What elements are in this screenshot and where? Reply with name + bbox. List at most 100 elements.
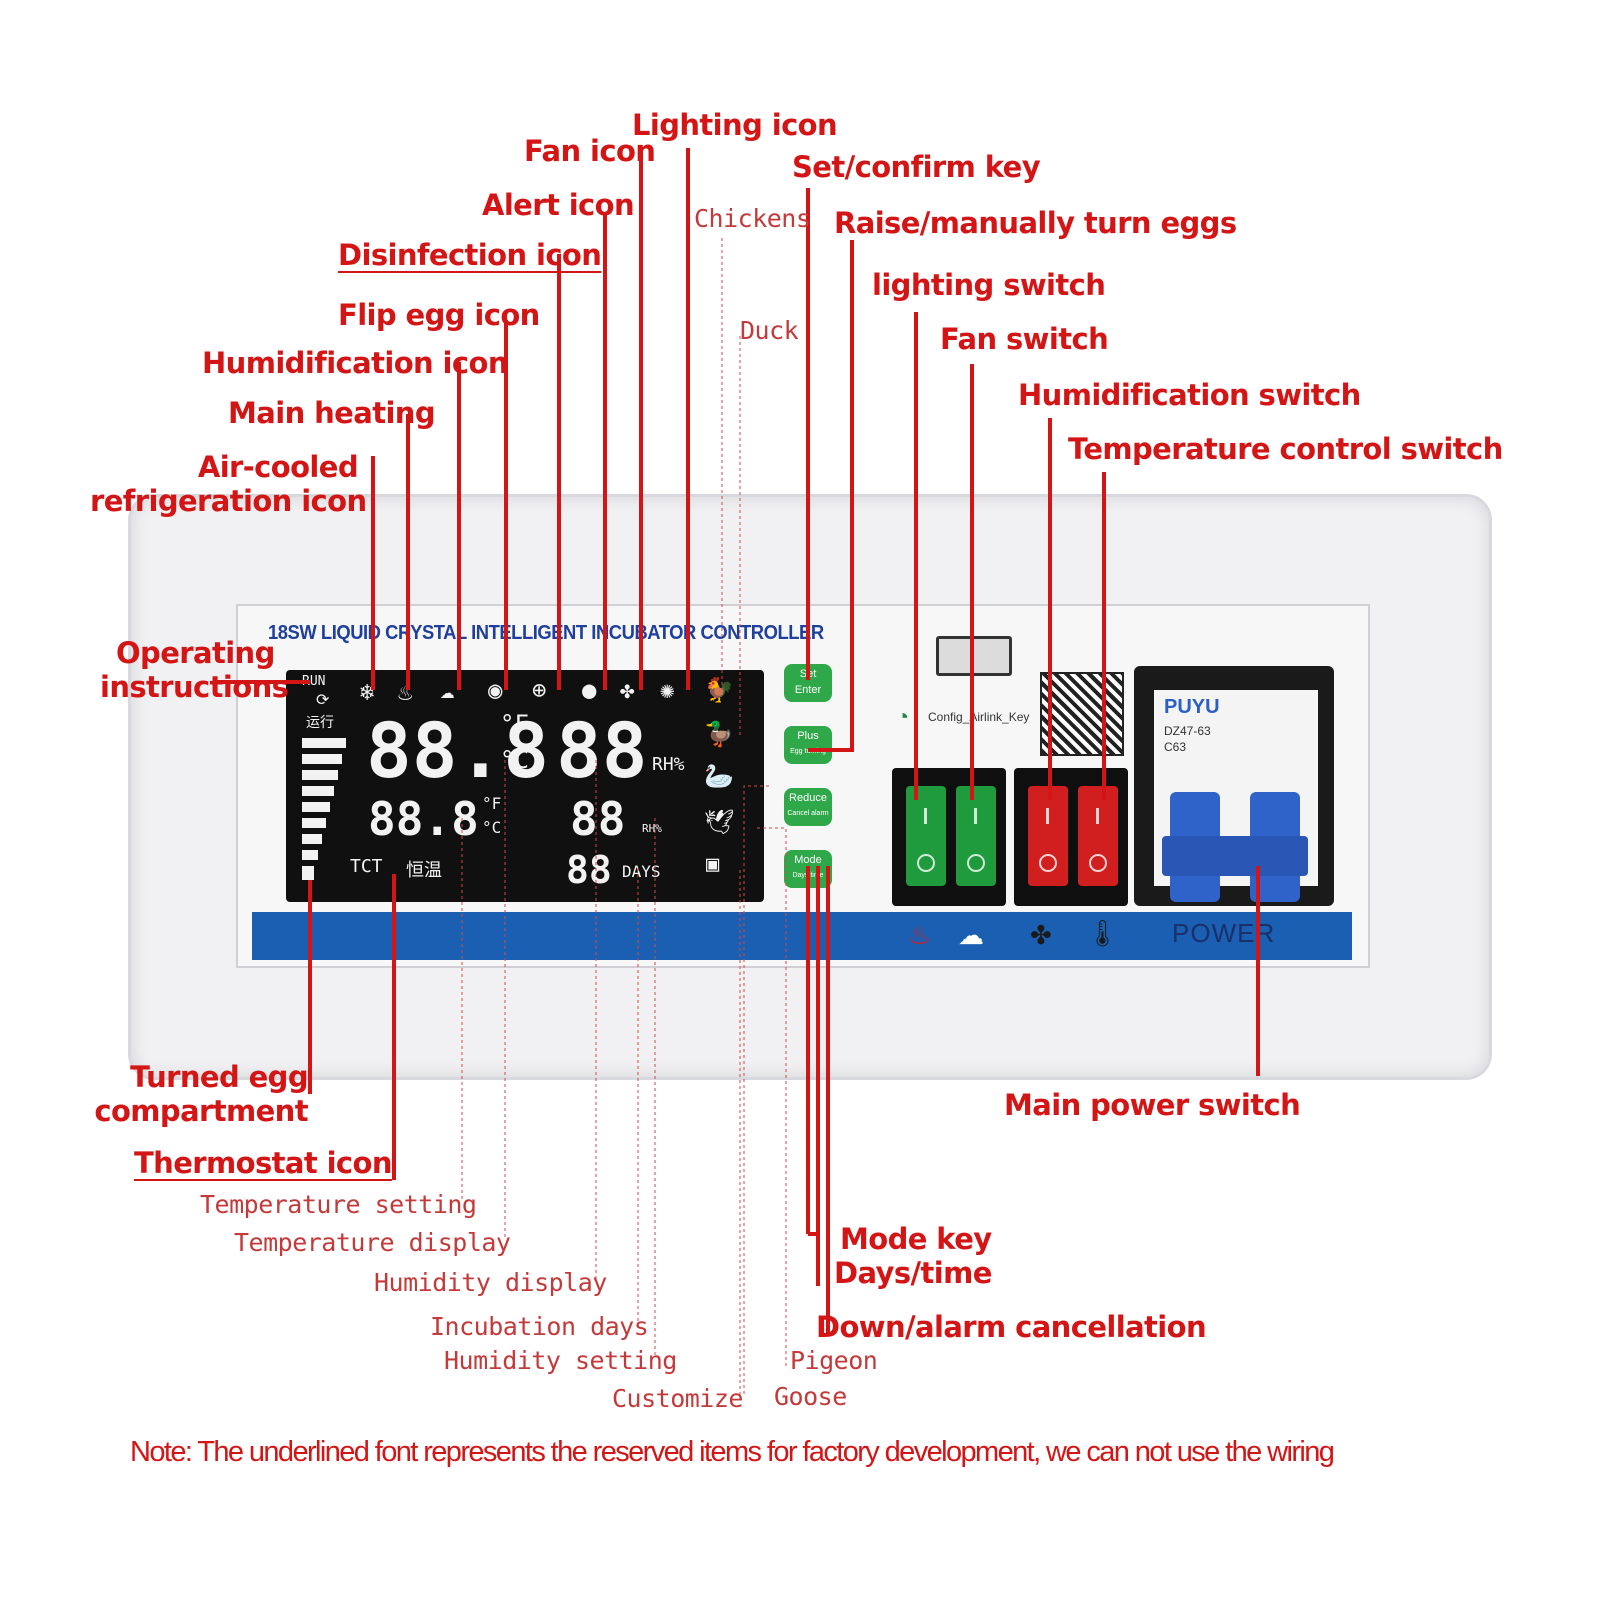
turn-bar — [302, 866, 314, 880]
key-label: Reduce — [789, 792, 827, 804]
label-line: Air-cooled — [197, 450, 359, 484]
label-main-power-switch: Main power switch — [1004, 1088, 1301, 1122]
key-label: Mode — [794, 854, 822, 866]
label-air-cooled-refrigeration-icon: Air-cooled refrigeration icon — [90, 450, 367, 518]
label-turned-egg-compartment: Turned egg compartment — [94, 1060, 308, 1128]
label-humidity-setting: Humidity setting — [444, 1346, 677, 1375]
turn-bar — [302, 850, 318, 860]
label-set-confirm-key: Set/confirm key — [792, 150, 1041, 184]
label-humidification-switch: Humidification switch — [1018, 378, 1361, 412]
label-disinfection-icon: Disinfection icon — [338, 238, 602, 272]
set-unit-c: °C — [482, 818, 502, 837]
label-line: Turned egg — [130, 1060, 309, 1094]
label-lighting-switch: lighting switch — [872, 268, 1106, 302]
label-line: compartment — [94, 1094, 308, 1128]
qr-code — [1040, 672, 1124, 756]
turn-bar — [302, 738, 346, 748]
label-customize: Customize — [612, 1384, 743, 1413]
wifi-icon: ◔ — [896, 704, 910, 729]
thermometer-icon: 🌡 — [1086, 918, 1120, 948]
label-duck: Duck — [740, 316, 799, 345]
label-chickens: Chickens — [694, 204, 811, 233]
label-thermostat-icon: Thermostat icon — [134, 1146, 393, 1180]
goose-icon: 🦢 — [704, 762, 734, 790]
turn-bar — [302, 802, 330, 812]
label-line: instructions — [100, 670, 289, 704]
set-humidity: 88 — [570, 792, 626, 846]
egg-turning-icon: ⟳ — [316, 690, 330, 709]
label-pigeon: Pigeon — [790, 1346, 878, 1375]
label-temperature-display: Temperature display — [234, 1228, 511, 1257]
humidity-icon: ☁ — [958, 920, 984, 950]
customize-icon: ▣ — [706, 852, 720, 877]
cloud-rain-icon: ☁ — [440, 676, 455, 704]
breaker-model: DZ47-63 — [1164, 724, 1211, 738]
breaker-brand: PUYU — [1164, 696, 1220, 718]
disinfection-icon: ⊕ — [532, 676, 547, 704]
breaker-toggle-bar — [1162, 836, 1308, 876]
reduce-key[interactable]: Reduce Cancel alarm — [784, 788, 832, 826]
label-temperature-control-switch: Temperature control switch — [1068, 432, 1503, 466]
lcd-screen — [286, 670, 764, 902]
label-days-time: Days/time — [834, 1256, 992, 1290]
breaker-rating: C63 — [1164, 740, 1187, 754]
humidification-rocker-switch[interactable] — [1028, 786, 1068, 886]
label-alert-icon: Alert icon — [482, 188, 635, 222]
turn-bar — [302, 818, 326, 828]
label-mode-key: Mode key — [840, 1222, 992, 1256]
flip-egg-icon: ◉ — [488, 676, 503, 704]
turn-bar — [302, 786, 334, 796]
footnote: Note: The underlined font represents the… — [130, 1436, 1335, 1468]
config-label: Config_Airlink_Key — [928, 710, 1030, 724]
temperature-rocker-switch[interactable] — [1078, 786, 1118, 886]
label-flip-egg-icon: Flip egg icon — [338, 298, 540, 332]
main-temperature: 88.8 — [366, 706, 550, 795]
key-label: Plus — [797, 730, 819, 742]
lcd-run-cn: 运行 — [306, 715, 334, 731]
heat-icon: ♨ — [908, 920, 932, 950]
tct-label: TCT — [350, 856, 383, 877]
set-temperature: 88.8 — [368, 792, 479, 846]
pigeon-icon: 🕊 — [704, 808, 735, 836]
label-line: refrigeration icon — [90, 484, 367, 518]
label-line: Operating — [116, 636, 275, 670]
label-fan-switch: Fan switch — [940, 322, 1109, 356]
label-fan-icon: Fan icon — [524, 134, 656, 168]
label-temperature-setting: Temperature setting — [200, 1190, 477, 1219]
chicken-icon: 🐓 — [704, 676, 734, 704]
duck-icon: 🦆 — [704, 720, 734, 748]
label-incubation-days: Incubation days — [430, 1312, 649, 1341]
fan-icon: ✤ — [620, 676, 635, 704]
turn-bar — [302, 770, 338, 780]
panel-blue-band — [252, 912, 1352, 960]
label-lighting-icon: Lighting icon — [632, 108, 838, 142]
rh-unit: RH% — [652, 754, 685, 775]
unit-f: °F — [500, 710, 529, 738]
lcd-run-label: RUN — [302, 674, 326, 689]
key-sublabel: Cancel alarm — [787, 810, 829, 817]
alert-icon: ● — [582, 676, 597, 704]
set-rh-unit: RH% — [642, 822, 662, 835]
snowflake-icon: ❄ — [360, 678, 375, 706]
label-down-alarm-cancellation: Down/alarm cancellation — [816, 1310, 1207, 1344]
set-unit-f: °F — [482, 794, 502, 813]
main-humidity: 88 — [556, 706, 648, 795]
label-operating-instructions: Operating instructions — [100, 636, 289, 704]
turn-bar — [302, 754, 342, 764]
turn-bar — [302, 834, 322, 844]
incubation-days-value: 88 — [566, 848, 612, 892]
lighting-rocker-switch[interactable] — [906, 786, 946, 886]
days-unit: DAYS — [622, 862, 661, 881]
fan-band-icon: ✤ — [1030, 920, 1052, 950]
label-goose: Goose — [774, 1382, 847, 1411]
key-sublabel: Enter — [794, 684, 822, 696]
label-main-heating: Main heating — [228, 396, 436, 430]
tct-cn: 恒温 — [406, 860, 442, 881]
fan-rocker-switch[interactable] — [956, 786, 996, 886]
lighting-icon: ✺ — [660, 676, 675, 704]
label-humidification-icon: Humidification icon — [202, 346, 508, 380]
label-raise-turn-eggs: Raise/manually turn eggs — [834, 206, 1237, 240]
label-humidity-display: Humidity display — [374, 1268, 607, 1297]
